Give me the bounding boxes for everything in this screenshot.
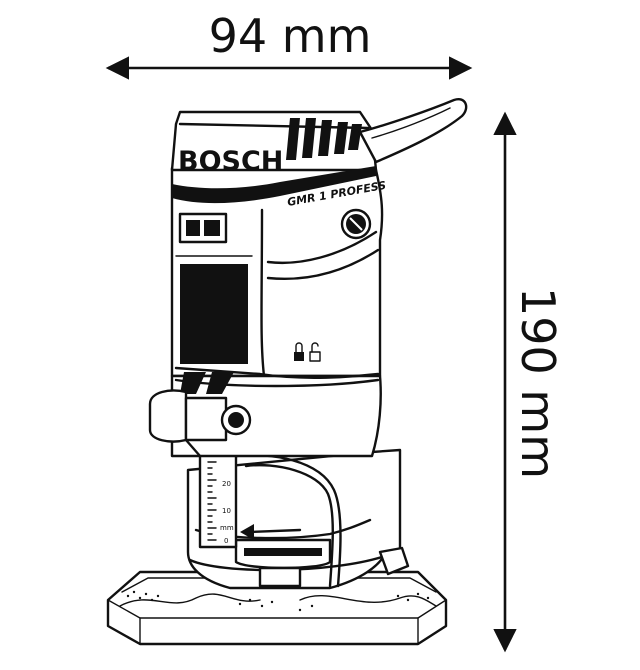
scale-label-0: 0 (224, 537, 228, 545)
depth-scale: 20 10 mm 0 (198, 453, 238, 549)
height-label: 190 mm (511, 287, 565, 479)
arrow-left-icon (240, 524, 302, 540)
height-dimension: 190 mm (493, 111, 565, 653)
width-dimension: 94 mm (105, 9, 473, 80)
cable-guard (358, 98, 468, 164)
plate-texture (126, 590, 430, 612)
lower-base (186, 448, 410, 590)
clamp-collar (148, 366, 382, 458)
scale-label-10: 10 (222, 507, 231, 515)
width-label: 94 mm (209, 9, 372, 63)
scale-unit: mm (220, 524, 234, 532)
base-plate (106, 570, 448, 646)
scale-label-20: 20 (222, 480, 231, 488)
brand-logo: BOSCH (178, 146, 283, 177)
router-illustration: 20 10 mm 0 (106, 98, 468, 646)
lock-unlock-icon (294, 342, 321, 362)
vent-ridges (286, 118, 362, 160)
